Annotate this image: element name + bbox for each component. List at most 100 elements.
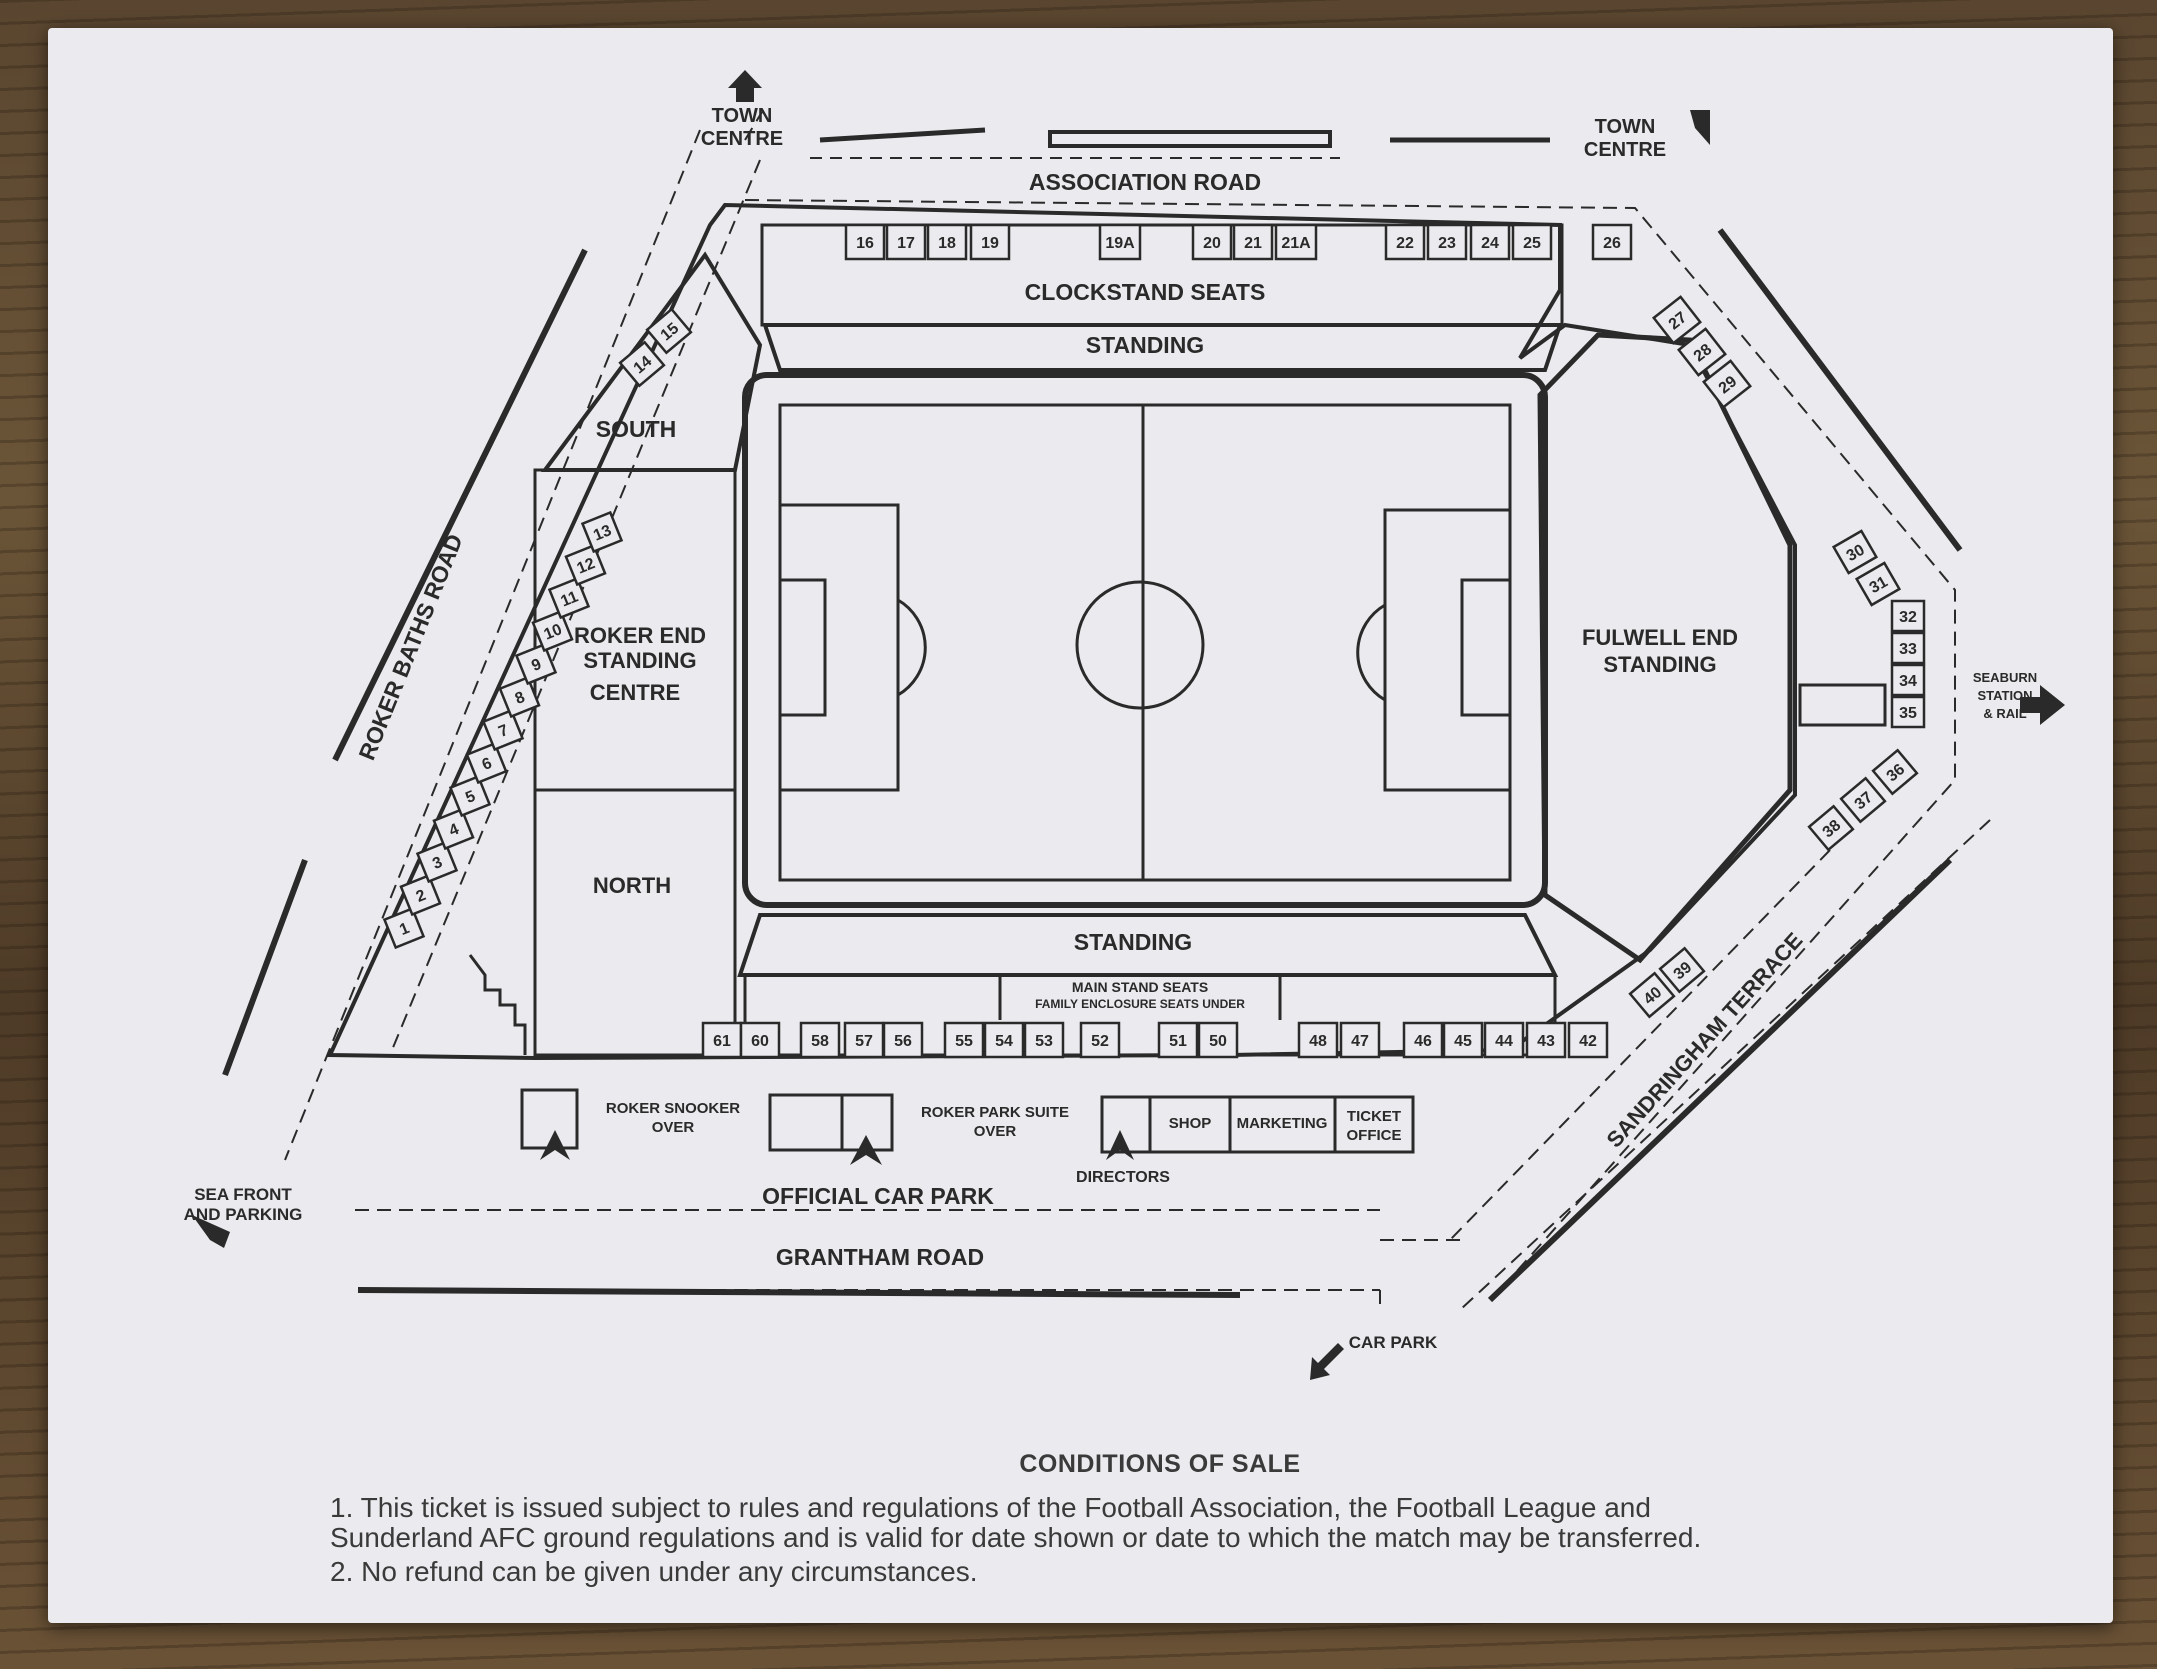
gate-53: 53 <box>1023 1021 1065 1059</box>
gate-8: 8 <box>498 675 541 719</box>
gate-box <box>547 576 591 620</box>
association-road-label: ASSOCIATION ROAD <box>1029 169 1261 195</box>
gate-label: 11 <box>559 588 581 610</box>
right-penalty-arc <box>1356 603 1386 702</box>
gate-box <box>1890 663 1926 697</box>
gate-60: 60 <box>739 1021 781 1059</box>
gate-42: 42 <box>1567 1021 1609 1059</box>
gate-48: 48 <box>1297 1021 1339 1059</box>
pitch <box>778 403 1512 882</box>
gate-61: 61 <box>701 1021 743 1059</box>
gate-box <box>645 307 693 355</box>
gate-label: 26 <box>1603 235 1621 252</box>
gate-40: 40 <box>1628 971 1676 1019</box>
gate-box <box>1511 223 1553 261</box>
gate-box <box>926 223 968 261</box>
gate-label: 53 <box>1035 1033 1053 1050</box>
road-edge-left <box>222 248 588 1077</box>
shop-label: SHOP <box>1169 1115 1212 1132</box>
gate-36: 36 <box>1871 748 1919 796</box>
gate-box <box>1890 599 1926 633</box>
gate-box <box>1157 1021 1199 1059</box>
gate-box <box>465 741 508 785</box>
gate-1: 1 <box>382 906 426 950</box>
gate-box <box>1274 223 1318 261</box>
town-centre-label-b-2: CENTRE <box>1584 139 1666 161</box>
gate-label: 51 <box>1169 1033 1187 1050</box>
gate-box <box>432 807 475 851</box>
gate-box <box>1628 971 1676 1019</box>
clockstand-label: CLOCKSTAND SEATS <box>1025 279 1266 305</box>
gate-label: 47 <box>1351 1033 1369 1050</box>
gate-box <box>481 708 525 752</box>
gate-box <box>1232 223 1274 261</box>
gate-57: 57 <box>843 1021 885 1059</box>
main-stand-label-1: MAIN STAND SEATS <box>1072 979 1208 995</box>
roker-end-label-2: STANDING <box>583 648 696 673</box>
grantham-road-label: GRANTHAM ROAD <box>776 1244 984 1270</box>
town-centre-label-a-2: CENTRE <box>701 128 783 150</box>
gate-box <box>1483 1021 1525 1059</box>
town-centre-label-a: TOWN <box>712 105 773 127</box>
entrance-arrow-icon <box>1106 1130 1134 1160</box>
sea-front-label-2: AND PARKING <box>184 1205 303 1224</box>
seaburn-label-2: STATION <box>1977 688 2032 703</box>
ticket-office-label-1: TICKET <box>1347 1108 1401 1125</box>
centre-circle <box>1075 580 1205 710</box>
gate-47: 47 <box>1339 1021 1381 1059</box>
gate-box <box>564 543 607 587</box>
gate-label: 19 <box>981 235 999 252</box>
gate-box <box>1297 1021 1339 1059</box>
gate-19: 19 <box>969 223 1011 261</box>
gate-27: 27 <box>1651 295 1703 345</box>
gate-28: 28 <box>1676 327 1728 377</box>
roker-baths-road-label: ROKER BATHS ROAD <box>353 530 467 763</box>
gate-label: 19A <box>1105 235 1135 252</box>
gate-label: 16 <box>856 235 874 252</box>
gate-19A: 19A <box>1098 223 1142 261</box>
snooker-label-1: ROKER SNOOKER <box>606 1100 740 1117</box>
gate-label: 54 <box>995 1033 1013 1050</box>
gate-24: 24 <box>1469 223 1511 261</box>
gate-label: 50 <box>1209 1033 1227 1050</box>
gate-10: 10 <box>531 609 574 653</box>
gate-label: 35 <box>1899 705 1917 722</box>
gate-label: 45 <box>1454 1033 1472 1050</box>
standing-top-block <box>762 323 1563 372</box>
conditions-of-sale: CONDITIONS OF SALE 1. This ticket is iss… <box>330 1450 1990 1587</box>
roker-end-label-1: ROKER END <box>574 623 706 648</box>
gate-label: 52 <box>1091 1033 1109 1050</box>
town-centre-label-b: TOWN <box>1595 116 1656 138</box>
gate-box <box>1831 529 1879 575</box>
right-penalty-box <box>1383 508 1512 792</box>
gate-11: 11 <box>547 576 591 620</box>
gate-box <box>1807 804 1855 852</box>
gate-46: 46 <box>1402 1021 1444 1059</box>
gate-box <box>382 906 426 950</box>
gate-box <box>1191 223 1233 261</box>
condition-line-1: 1. This ticket is issued subject to rule… <box>330 1492 1651 1523</box>
gate-29: 29 <box>1701 359 1753 409</box>
ticket-office-label-2: OFFICE <box>1347 1127 1402 1144</box>
left-six-yard-box <box>778 578 827 717</box>
gate-25: 25 <box>1511 223 1553 261</box>
gate-box <box>580 510 624 554</box>
ticket-office-box <box>1333 1095 1415 1154</box>
gate-label: 20 <box>1203 235 1221 252</box>
road-edge-bottom <box>357 1287 1241 1298</box>
south-label: SOUTH <box>596 416 677 442</box>
gate-label: 56 <box>894 1033 912 1050</box>
gate-label: 57 <box>855 1033 873 1050</box>
right-six-yard-box <box>1460 578 1512 717</box>
north-block <box>533 788 737 1057</box>
seaburn-label-1: SEABURN <box>1973 670 2037 685</box>
gate-box <box>844 223 886 261</box>
condition-line-3: 2. No refund can be given under any circ… <box>330 1556 978 1587</box>
car-park-label: CAR PARK <box>1349 1333 1438 1352</box>
fulwell-end-label-2: STANDING <box>1603 652 1716 677</box>
snooker-label-2: OVER <box>652 1119 695 1136</box>
gate-box <box>1890 631 1926 665</box>
gate-38: 38 <box>1807 804 1855 852</box>
suite-label-1: ROKER PARK SUITE <box>921 1104 1069 1121</box>
